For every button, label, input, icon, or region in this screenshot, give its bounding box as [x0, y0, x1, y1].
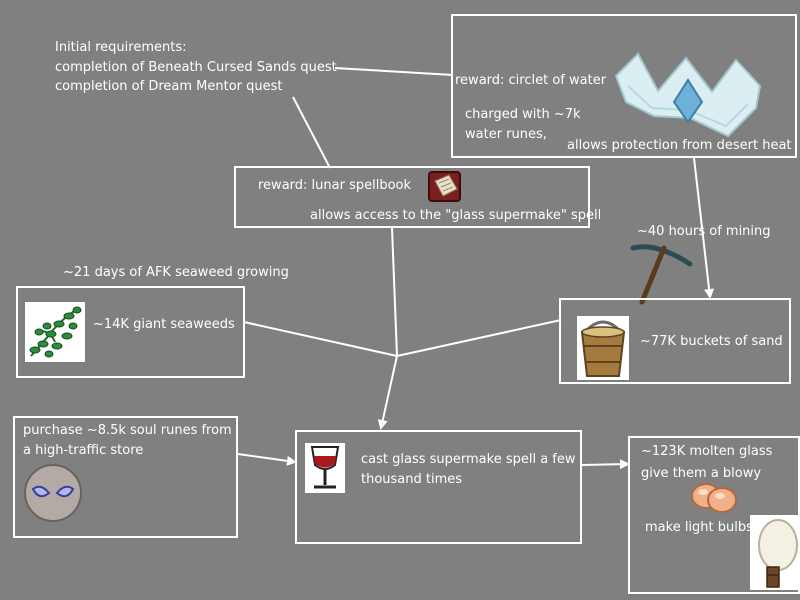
- molten-glass-line-1: ~123K molten glass: [641, 444, 773, 459]
- requirements-heading: Initial requirements:: [55, 40, 187, 55]
- bucket-of-sand-icon: [577, 316, 629, 380]
- req-to-circlet-line: [334, 67, 454, 76]
- requirement-dream-mentor: completion of Dream Mentor quest: [55, 79, 283, 94]
- requirement-beneath-cursed-sands: completion of Beneath Cursed Sands quest: [55, 60, 337, 75]
- spellbook-title: reward: lunar spellbook: [258, 178, 412, 193]
- circlet-effect: allows protection from desert heat: [567, 138, 792, 153]
- mining-note: ~40 hours of mining: [637, 224, 771, 239]
- circlet-charge-line-1: charged with ~7k: [465, 107, 581, 122]
- spell-to-glass-arrow: [581, 459, 630, 470]
- seaweed-to-junction-line: [243, 321, 398, 357]
- cast-spell-line-2: thousand times: [361, 472, 463, 487]
- glass-supermake-icon: [305, 443, 345, 493]
- sand-box: [559, 298, 791, 384]
- junction-to-spell-arrow: [377, 355, 398, 430]
- circlet-to-sand-arrow: [693, 157, 715, 299]
- pickaxe-icon: [630, 244, 693, 305]
- light-bulb-icon: [750, 515, 800, 590]
- circlet-box: [451, 14, 797, 158]
- spellbook-effect: allows access to the "glass supermake" s…: [310, 208, 602, 223]
- soul-rune-line-1: purchase ~8.5k soul runes from: [23, 423, 232, 438]
- soul-rune-line-2: a high-traffic store: [23, 443, 144, 458]
- seaweed-box: [16, 286, 245, 378]
- spellbook-icon: [428, 171, 461, 202]
- sand-to-junction-line: [396, 319, 562, 357]
- circlet-of-water-icon: [614, 52, 762, 138]
- soul-rune-box: [13, 416, 238, 538]
- seaweed-label: ~14K giant seaweeds: [93, 317, 235, 332]
- circlet-charge-line-2: water runes,: [465, 127, 547, 142]
- spellbook-box: [234, 166, 590, 228]
- cast-spell-box: [295, 430, 582, 544]
- sand-label: ~77K buckets of sand: [640, 334, 783, 349]
- req-to-spellbook-line: [292, 96, 331, 169]
- molten-glass-line-3: make light bulbs: [645, 520, 753, 535]
- seaweed-note: ~21 days of AFK seaweed growing: [63, 265, 289, 280]
- soul-rune-icon: [24, 464, 82, 522]
- circlet-title: reward: circlet of water: [455, 73, 607, 88]
- molten-glass-line-2: give them a blowy: [641, 466, 762, 481]
- giant-seaweed-icon: [25, 302, 85, 362]
- soul-to-spell-arrow: [237, 453, 297, 466]
- spellbook-to-junction-line: [391, 227, 398, 357]
- cast-spell-line-1: cast glass supermake spell a few: [361, 452, 576, 467]
- molten-glass-icon: [691, 483, 737, 513]
